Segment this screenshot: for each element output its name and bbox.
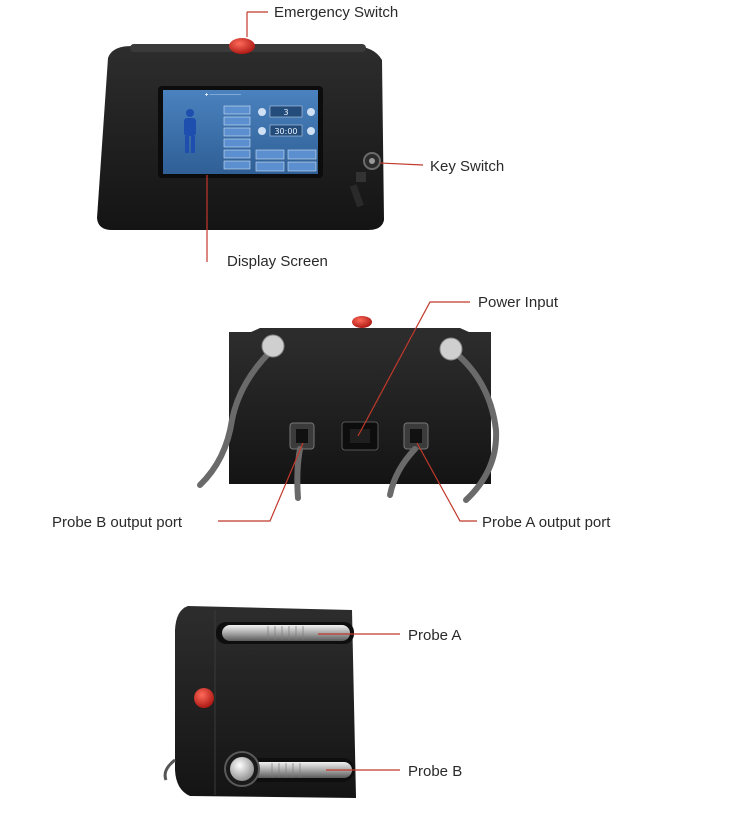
back-view: Power Input Probe B output port Probe A … <box>52 294 611 531</box>
back-device-top <box>229 328 491 342</box>
back-emergency-switch <box>352 316 372 328</box>
top-emergency-switch <box>194 688 214 708</box>
screen-plus-icon <box>307 108 315 116</box>
display-screen-label: Display Screen <box>227 253 328 270</box>
probe-a-label: Probe A <box>408 627 461 644</box>
key-switch-label: Key Switch <box>430 158 504 175</box>
body-figure-icon <box>184 109 196 153</box>
top-side-cable <box>163 758 176 781</box>
emergency-switch-button[interactable] <box>229 38 255 54</box>
power-input-socket[interactable] <box>341 421 379 451</box>
key-switch-leader <box>379 162 424 166</box>
screen-timer-minus-icon <box>258 127 266 135</box>
probe-a-port-leader <box>416 442 477 522</box>
probe-b-cable <box>197 344 278 488</box>
probe-b-port-label: Probe B output port <box>52 514 183 531</box>
probe-b[interactable] <box>224 751 354 787</box>
probe-a-port-label: Probe A output port <box>482 514 611 531</box>
key-switch[interactable] <box>349 152 381 208</box>
probe-a-holder <box>439 337 463 361</box>
probe-b-port-leader <box>218 442 304 522</box>
probe-b-label: Probe B <box>408 763 462 780</box>
probe-b-holder <box>261 334 285 358</box>
screen-timer-plus-icon <box>307 127 315 135</box>
power-input-label: Power Input <box>478 294 559 311</box>
display-screen[interactable]: ✚ ───────────── 3 30:00 <box>158 86 323 178</box>
screen-timer-value: 30:00 <box>274 127 297 136</box>
power-input-leader <box>357 301 470 437</box>
top-view: Probe A Probe B <box>163 606 462 798</box>
top-device-body <box>175 606 356 798</box>
screen-action-buttons <box>255 149 317 172</box>
screen-mode-buttons <box>223 105 251 170</box>
screen-count-value: 3 <box>283 108 288 117</box>
probe-a[interactable] <box>216 622 354 644</box>
probe-a-output-port[interactable] <box>403 422 429 450</box>
front-view: ✚ ───────────── 3 30:00 <box>97 4 504 270</box>
probe-b-knob-cap <box>230 757 254 781</box>
screen-minus-icon <box>258 108 266 116</box>
svg-text:✚ ─────────────: ✚ ───────────── <box>205 92 242 97</box>
probe-a-cable <box>449 347 500 503</box>
emergency-switch-label: Emergency Switch <box>274 4 398 21</box>
probe-a-port-cable <box>387 446 418 498</box>
